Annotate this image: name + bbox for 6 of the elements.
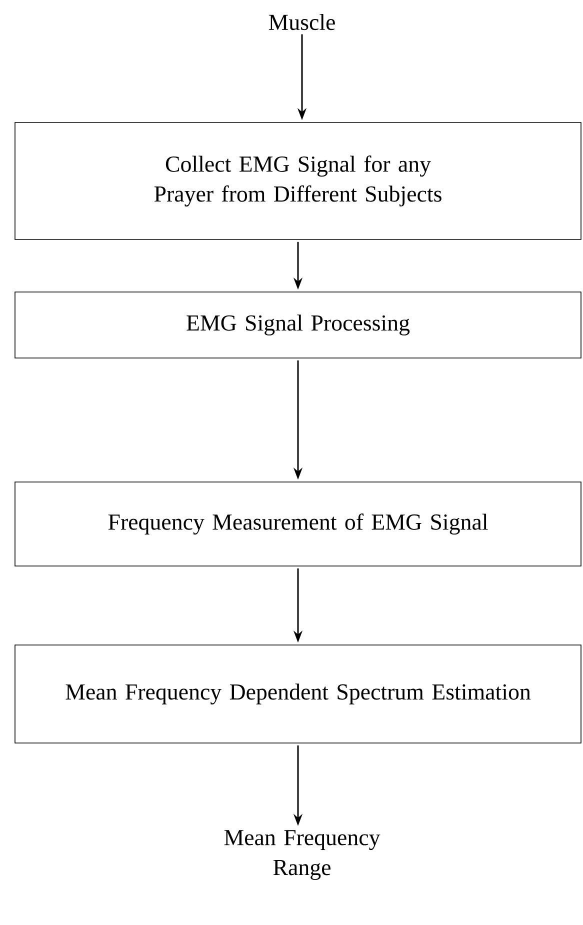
text-label: Muscle: [268, 14, 335, 30]
process-box: EMG Signal Processing: [14, 292, 582, 358]
process-box: Collect EMG Signal for any Prayer from Different Subjects: [14, 122, 582, 240]
text-label: Mean Frequency Range: [224, 830, 380, 880]
process-box: Frequency Measurement of EMG Signal: [14, 482, 582, 566]
process-box: Mean Frequency Dependent Spectrum Estimation: [14, 644, 582, 744]
